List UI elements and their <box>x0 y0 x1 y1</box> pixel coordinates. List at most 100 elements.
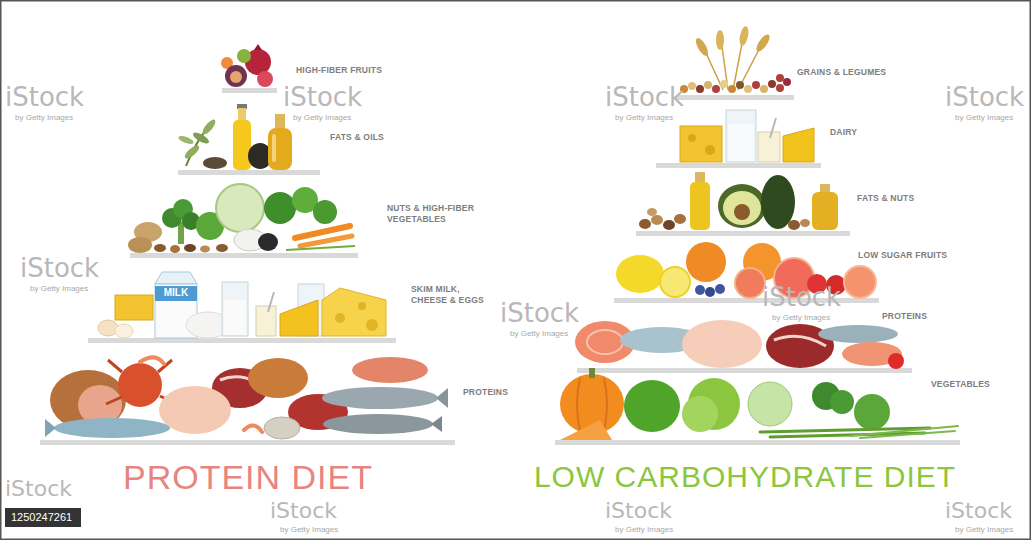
fish-tail <box>436 388 448 408</box>
milk-carton-band <box>155 286 197 301</box>
cheese-hole <box>335 313 345 323</box>
shelf <box>40 440 455 445</box>
tier-label: SKIM MILK, CHEESE & EGGS <box>411 284 486 305</box>
salmon-rings <box>587 330 623 354</box>
tier-label: LOW SUGAR FRUITS <box>858 250 947 261</box>
watermark: iStock <box>500 300 579 326</box>
crab <box>118 363 162 407</box>
oil-bottle <box>233 120 251 170</box>
fig <box>225 65 247 87</box>
image-id: 1250247261 <box>11 510 75 524</box>
potato <box>128 237 152 253</box>
egg <box>98 320 118 336</box>
cheese-hole <box>366 319 378 331</box>
nut <box>184 244 196 252</box>
legume <box>720 80 728 88</box>
legume <box>768 80 776 88</box>
legume <box>783 78 791 86</box>
watermark: by Getty Images <box>510 330 568 338</box>
tier-label: NUTS & HIGH-FIBER VEGETABLES <box>387 203 482 224</box>
yogurt <box>758 132 780 162</box>
fish <box>322 387 438 409</box>
shelf <box>178 170 320 175</box>
orange <box>686 242 726 282</box>
watermark: by Getty Images <box>30 285 88 293</box>
wheat-ear <box>738 25 750 46</box>
legume <box>736 81 744 89</box>
tier-label: FATS & OILS <box>330 132 384 143</box>
tier-label: VEGETABLES <box>931 379 990 390</box>
legume <box>728 85 736 93</box>
shelf <box>222 88 277 93</box>
tier-label: PROTEINS <box>882 311 927 322</box>
pumpkin-ridges <box>577 378 607 432</box>
watermark: iStock <box>20 255 99 281</box>
fish <box>54 418 170 438</box>
fruit <box>237 49 251 63</box>
cheese <box>115 295 153 320</box>
legume <box>712 85 720 93</box>
blueberry <box>715 284 725 294</box>
legumes <box>680 74 791 93</box>
greens <box>313 200 337 224</box>
tier-label: PROTEINS <box>463 387 508 398</box>
legume <box>776 84 784 92</box>
seeds <box>203 157 227 169</box>
pomegranate-crown <box>254 44 262 50</box>
diet-title: PROTEIN DIET <box>123 460 373 494</box>
lettuce <box>682 396 718 432</box>
nut <box>674 214 686 224</box>
image-id-box: 1250247261 <box>5 508 81 527</box>
glass-highlight <box>272 134 276 162</box>
watermark: iStock <box>762 284 841 310</box>
oyster <box>264 417 300 439</box>
oil-jar <box>812 192 838 230</box>
oil-bottle <box>690 182 710 230</box>
shelf <box>577 368 912 373</box>
shelf <box>656 163 821 168</box>
oil-bottle <box>268 128 292 170</box>
fruit <box>257 71 273 87</box>
cheese-wedge <box>783 128 814 162</box>
tier-label: FATS & NUTS <box>857 193 914 204</box>
milk <box>728 124 754 161</box>
pumpkin-stem <box>589 368 595 378</box>
shelves-right <box>555 95 960 445</box>
greens <box>264 192 296 224</box>
wheat-stems <box>700 28 766 90</box>
watermark: iStock <box>945 84 1024 110</box>
watermark: iStock <box>283 84 362 110</box>
watermark: by Getty Images <box>615 526 673 534</box>
greens <box>854 394 890 430</box>
watermark: by Getty Images <box>615 114 673 122</box>
tier-label: GRAINS & LEGUMES <box>797 67 886 78</box>
pumpkin-slice <box>560 420 612 440</box>
cheese-hole <box>358 302 366 310</box>
shelf <box>676 95 794 100</box>
shelves-left <box>40 88 455 445</box>
green-pepper <box>624 380 680 432</box>
lemon-slice <box>660 267 690 297</box>
broccoli <box>830 390 854 414</box>
watermark: iStock <box>605 500 672 522</box>
glass <box>222 282 248 336</box>
shrimp <box>140 357 164 364</box>
bottle-neck <box>275 114 285 130</box>
nut <box>647 208 657 216</box>
carton-text: MILK <box>164 287 188 299</box>
grapefruit-slice <box>735 268 765 298</box>
shelf <box>636 231 850 236</box>
watermark: by Getty Images <box>15 114 73 122</box>
carrot <box>300 236 352 246</box>
nut <box>651 215 663 225</box>
cheese-hole <box>688 134 696 142</box>
tomato <box>888 353 904 369</box>
wheat-ear <box>694 36 711 57</box>
avocado-flesh <box>723 191 761 225</box>
scallions <box>850 426 958 438</box>
chicken <box>682 320 762 368</box>
shelf <box>555 440 960 445</box>
